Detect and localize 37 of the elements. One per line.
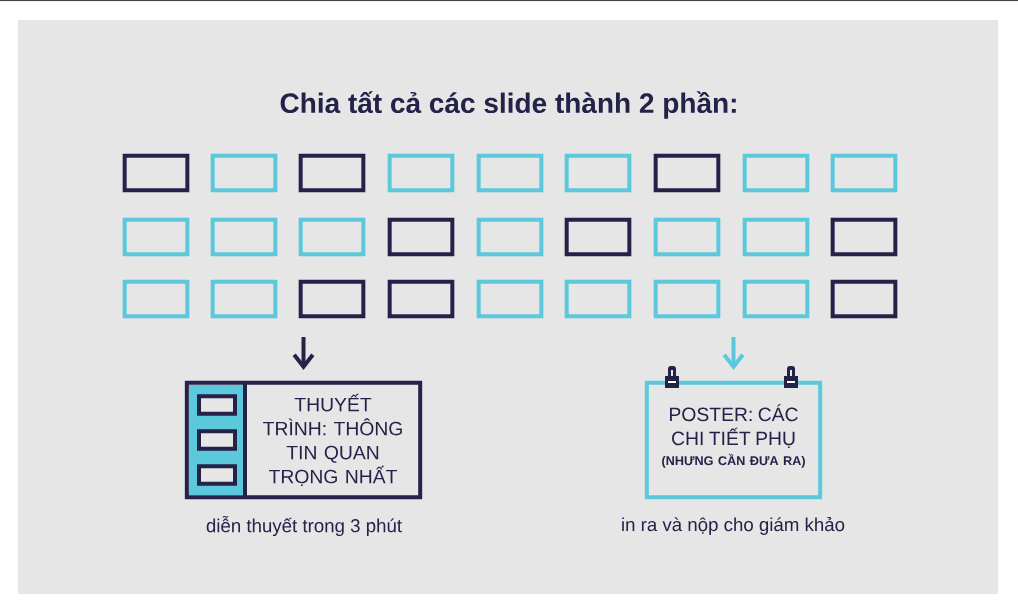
slide-box [653,217,721,257]
arrow [722,353,745,370]
slide-box [564,153,632,193]
slide-box [387,217,455,257]
title: Chia tất cả các slide thành 2 phần: [280,91,736,119]
slide-box [830,217,898,257]
slide-box [122,217,190,257]
slide-icon [197,429,237,451]
slide-box [564,217,632,257]
slide-box [742,279,810,319]
slide-box [742,153,810,193]
slide-box [298,217,366,257]
presentation-box: THUYẾT TRÌNH: THÔNG TIN QUAN TRỌNG NHẤT [184,380,423,500]
slide-box [210,217,278,257]
slide-box [830,279,898,319]
slide-box [742,217,810,257]
slide-box [830,153,898,193]
slide-box [298,153,366,193]
slide-box [298,279,366,319]
slide-box [122,279,190,319]
slide-box [476,153,544,193]
slide-box [653,279,721,319]
slide-box [210,153,278,193]
caption-text: in ra và nộp cho giám khảo [622,517,845,535]
slide-icon [197,394,237,416]
slide-box [387,279,455,319]
slide-box [476,279,544,319]
slide-box [387,153,455,193]
arrow [292,353,315,370]
slide-box [122,153,190,193]
slide-icon [197,464,237,486]
slide-box [564,279,632,319]
poster-box: POSTER: CÁC CHI TIẾT PHỤ (NHƯNG CẦN ĐƯA RA) [644,380,823,500]
slide-box [653,153,721,193]
slide-box [210,279,278,319]
caption-text: diễn thuyết trong 3 phút [206,515,402,536]
slide-box [476,217,544,257]
